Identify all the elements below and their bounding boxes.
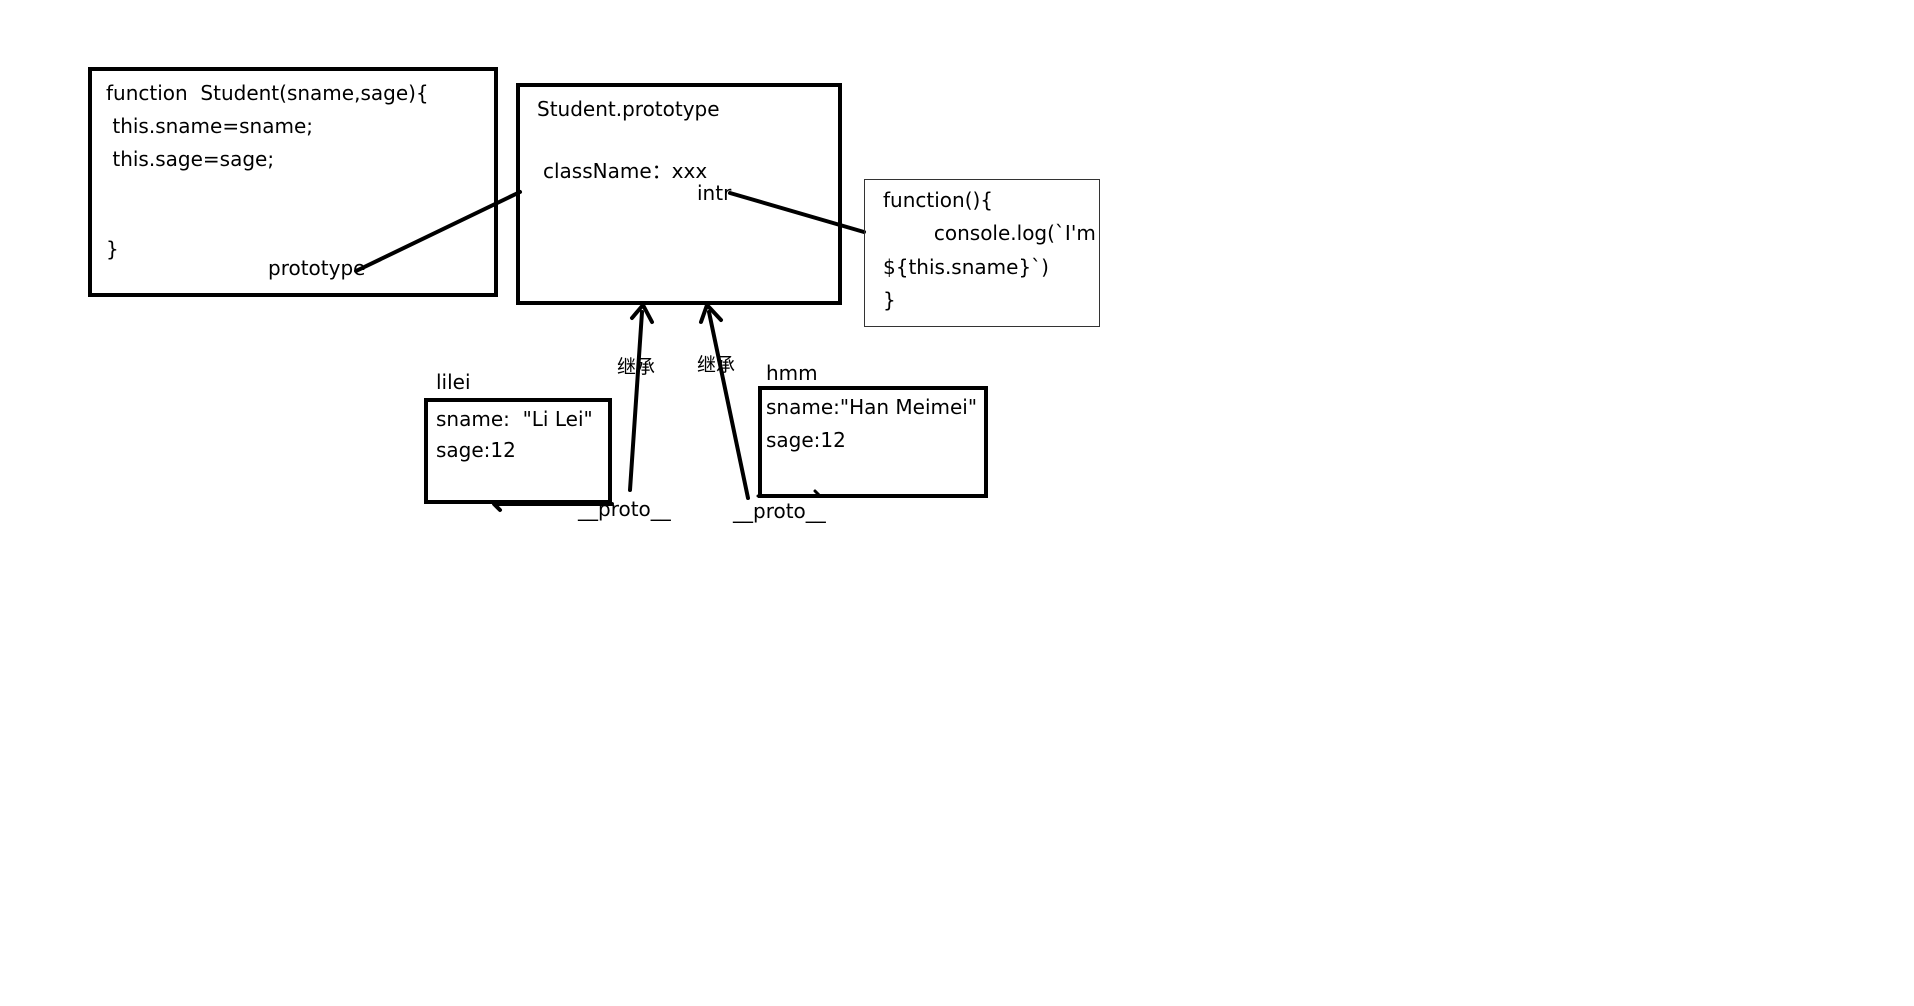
lilei-object-name: lilei — [436, 370, 471, 394]
hmm-sname: sname:"Han Meimei" — [766, 395, 978, 419]
inherit-label-left: 继承 — [617, 356, 656, 378]
constructor-line-3: this.sage=sage; — [106, 147, 275, 171]
intr-method-box — [864, 179, 1100, 327]
hmm-proto-arrow-line — [707, 310, 750, 500]
lilei-proto-pointer — [492, 502, 614, 512]
hmm-object-name: hmm — [766, 361, 818, 385]
constructor-box — [88, 67, 498, 297]
prototype-link-line — [354, 190, 522, 273]
intr-property: intr — [697, 181, 732, 205]
classname-property: className：xxx — [543, 159, 708, 183]
lilei-proto-arrow-line — [628, 310, 644, 492]
hmm-proto-arrowhead — [699, 303, 723, 324]
prototype-object-box — [516, 83, 842, 305]
method-line-2: console.log(`I'm — [883, 221, 1096, 245]
prototype-label: prototype — [268, 256, 366, 280]
constructor-line-1: function Student(sname,sage){ — [106, 81, 429, 105]
hmm-proto-label: __proto__ — [733, 499, 826, 523]
constructor-closing-brace: } — [106, 237, 119, 261]
method-line-4: } — [883, 288, 896, 312]
hmm-sage: sage:12 — [766, 428, 846, 452]
method-line-3: ${this.sname}`) — [883, 255, 1049, 279]
hmm-object-box — [758, 386, 988, 498]
lilei-proto-arrowhead — [630, 303, 654, 324]
lilei-sname: sname: "Li Lei" — [436, 407, 593, 431]
lilei-sage: sage:12 — [436, 438, 516, 462]
lilei-proto-label: __proto__ — [578, 497, 671, 521]
inherit-label-right: 继承 — [697, 354, 736, 376]
constructor-line-2: this.sname=sname; — [106, 114, 313, 138]
lilei-object-box — [424, 398, 612, 504]
prototype-object-title: Student.prototype — [537, 97, 720, 121]
method-line-1: function(){ — [883, 188, 994, 212]
